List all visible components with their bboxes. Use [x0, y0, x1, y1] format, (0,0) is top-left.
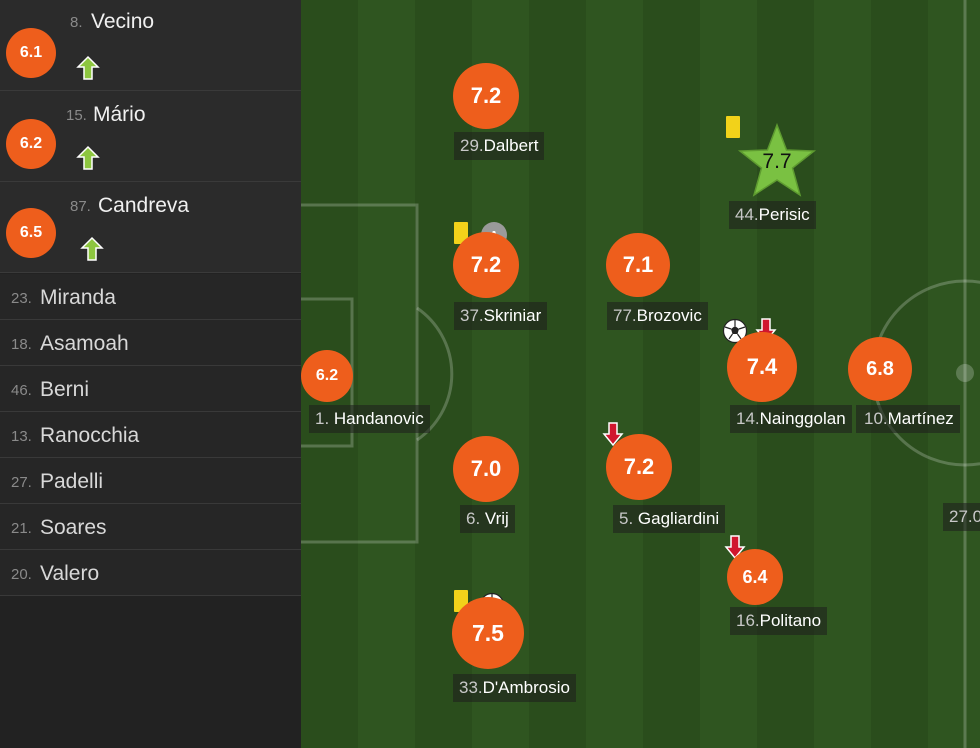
bench-player-row[interactable]: 27. Padelli — [0, 458, 301, 504]
bench-player-row[interactable]: 21. Soares — [0, 504, 301, 550]
rating-badge: 7.1 — [606, 233, 670, 297]
player-number: 15. — [66, 107, 87, 124]
bench-player-row[interactable]: 13. Ranocchia — [0, 412, 301, 458]
bench-player-row[interactable]: 23. Miranda — [0, 274, 301, 320]
player-number: 21. — [11, 520, 32, 537]
player-name-label: 6. Vrij — [460, 505, 515, 533]
player-name: Asamoah — [40, 332, 129, 355]
goal-ball-icon — [722, 318, 748, 344]
substitute-row[interactable]: 6.1 8. Vecino — [0, 0, 301, 91]
bench-player-row[interactable]: 18. Asamoah — [0, 320, 301, 366]
rating-badge: 6.2 — [301, 350, 353, 402]
rating-badge: 6.5 — [6, 208, 56, 258]
rating-badge: 7.2 — [453, 63, 519, 129]
player-name: Candreva — [98, 194, 190, 217]
player-name-label: 77.Brozovic — [607, 302, 708, 330]
player-name-label: 10.Martínez — [856, 405, 960, 433]
player-name-label: 27.0 — [943, 503, 980, 531]
player-number: 27. — [11, 474, 32, 491]
player-name-label: 44.Perisic — [729, 201, 816, 229]
rating-badge: 6.8 — [848, 337, 912, 401]
rating-badge: 6.4 — [727, 549, 783, 605]
player-number: 87. — [70, 198, 91, 215]
substitute-row[interactable]: 6.5 87. Candreva — [0, 182, 301, 273]
football-pitch: 6.2 1. Handanovic 7.2 29.Dalbert A 7.2 3… — [301, 0, 980, 748]
player-name: Padelli — [40, 470, 104, 493]
rating-badge: 7.0 — [453, 436, 519, 502]
sub-in-arrow-icon — [76, 145, 100, 170]
sub-in-arrow-icon — [76, 55, 100, 80]
player-name: Miranda — [40, 286, 116, 309]
rating-badge: 6.2 — [6, 119, 56, 169]
sub-in-arrow-icon — [80, 236, 104, 261]
rating-badge: 7.2 — [606, 434, 672, 500]
player-name-label: 14.Nainggolan — [730, 405, 852, 433]
player-number: 23. — [11, 290, 32, 307]
player-name-label: 16.Politano — [730, 607, 828, 635]
substitutes-panel: 6.1 8. Vecino 6.2 15. Mário 6.5 87. Cand… — [0, 0, 301, 748]
player-number: 8. — [70, 14, 83, 31]
rating-badge: 7.5 — [452, 597, 524, 669]
player-number: 20. — [11, 566, 32, 583]
bench-player-row[interactable]: 20. Valero — [0, 550, 301, 596]
player-name: Mário — [93, 103, 146, 126]
substitute-row[interactable]: 6.2 15. Mário — [0, 91, 301, 182]
rating-badge: 7.2 — [453, 232, 519, 298]
player-name: Ranocchia — [40, 424, 140, 447]
player-name: Vecino — [91, 10, 155, 33]
player-name: Valero — [40, 562, 100, 585]
sub-out-arrow-icon — [602, 422, 624, 447]
player-name-label: 1. Handanovic — [309, 405, 430, 433]
player-number: 13. — [11, 428, 32, 445]
player-name-label: 33.D'Ambrosio — [453, 674, 576, 702]
man-of-the-match-star-icon — [737, 123, 817, 197]
player-name: Berni — [40, 378, 90, 401]
player-name-label: 37.Skriniar — [454, 302, 548, 330]
bench-player-row[interactable]: 46. Berni — [0, 366, 301, 412]
player-name-label: 5. Gagliardini — [613, 505, 726, 533]
player-number: 46. — [11, 382, 32, 399]
rating-badge: 7.4 — [727, 332, 797, 402]
player-name-label: 29.Dalbert — [454, 132, 545, 160]
rating-badge: 6.1 — [6, 28, 56, 78]
player-number: 18. — [11, 336, 32, 353]
yellow-card-icon — [726, 116, 740, 138]
rating-value: 7.7 — [762, 150, 792, 173]
player-name: Soares — [40, 516, 107, 539]
